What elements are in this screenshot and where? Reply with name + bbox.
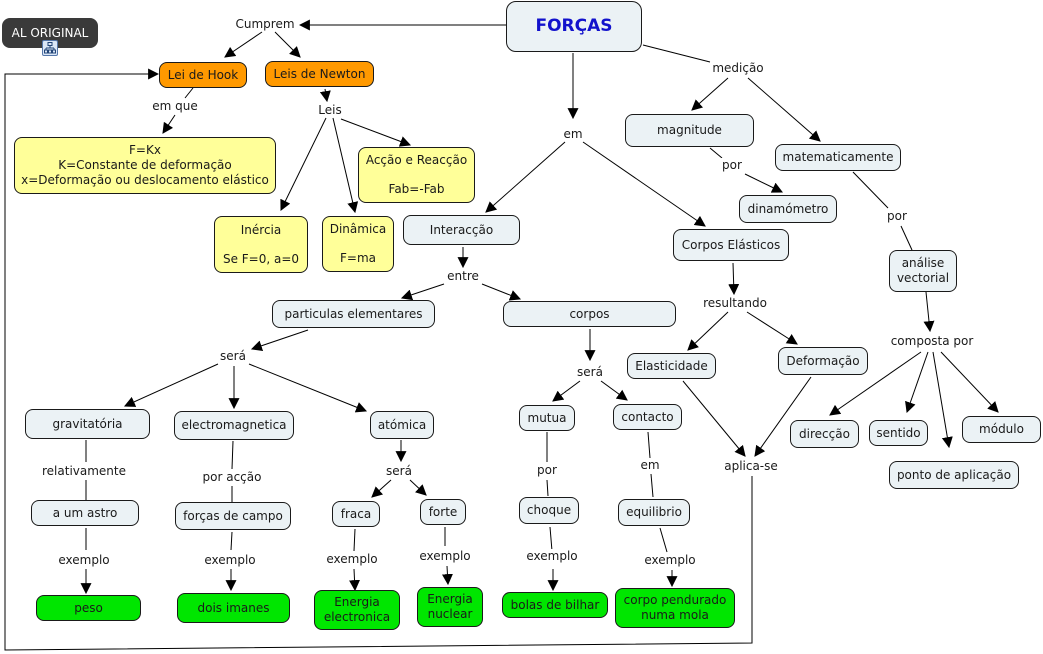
concept-lei-de-hook[interactable]: Lei de Hook	[159, 62, 247, 88]
concept-elasticidade[interactable]: Elasticidade	[627, 353, 716, 379]
concept-contacto[interactable]: contacto	[613, 404, 682, 430]
link-cumprem[interactable]: Cumprem	[233, 17, 297, 31]
concept-corpos[interactable]: corpos	[503, 301, 676, 327]
link-aplica-se[interactable]: aplica-se	[722, 459, 780, 473]
link-exemplo-forte[interactable]: exemplo	[417, 549, 473, 563]
link-resultando[interactable]: resultando	[701, 296, 769, 310]
concept-leis-de-newton[interactable]: Leis de Newton	[265, 61, 374, 87]
example-energia-nuclear[interactable]: Energia nuclear	[417, 587, 483, 627]
concept-deformacao[interactable]: Deformação	[778, 347, 868, 375]
link-sera-atomica[interactable]: será	[384, 464, 414, 478]
concept-dinamometro[interactable]: dinamómetro	[739, 195, 837, 223]
example-energia-electronica[interactable]: Energia electronica	[314, 590, 400, 630]
link-exemplo-equilibrio[interactable]: exemplo	[642, 553, 698, 567]
concept-hook-formula[interactable]: F=Kx K=Constante de deformação x=Deforma…	[14, 137, 276, 194]
link-entre[interactable]: entre	[445, 269, 481, 283]
concept-ponto-de-aplicacao[interactable]: ponto de aplicação	[889, 461, 1019, 489]
link-exemplo-campo[interactable]: exemplo	[202, 553, 258, 567]
concept-forcas-de-campo[interactable]: forças de campo	[175, 502, 291, 530]
example-corpo-pendurado[interactable]: corpo pendurado numa mola	[615, 588, 735, 628]
link-composta-por[interactable]: composta por	[888, 334, 976, 348]
root-concept-forcas[interactable]: FORÇAS	[506, 1, 642, 52]
concept-matematicamente[interactable]: matematicamente	[775, 144, 901, 171]
link-em[interactable]: em	[561, 127, 585, 141]
link-exemplo-fraca[interactable]: exemplo	[324, 552, 380, 566]
concept-mutua[interactable]: mutua	[519, 405, 575, 431]
concept-electromagnetica[interactable]: electromagnetica	[174, 411, 294, 440]
link-leis[interactable]: Leis	[316, 103, 344, 117]
concept-modulo[interactable]: módulo	[962, 416, 1041, 443]
root-title: FORÇAS	[535, 16, 613, 36]
link-exemplo-astro[interactable]: exemplo	[56, 553, 112, 567]
link-por-accao[interactable]: por acção	[200, 470, 264, 484]
link-medicao[interactable]: medição	[710, 61, 766, 75]
concept-fraca[interactable]: fraca	[332, 501, 380, 527]
concept-equilibrio[interactable]: equilibrio	[618, 499, 690, 526]
concept-accao-e-reaccao[interactable]: Acção e Reacção Fab=-Fab	[358, 147, 475, 203]
link-em-que[interactable]: em que	[150, 99, 200, 113]
link-sera-particulas[interactable]: será	[218, 349, 248, 363]
link-por-mutua[interactable]: por	[535, 463, 559, 477]
concept-corpos-elasticos[interactable]: Corpos Elásticos	[673, 229, 789, 261]
link-por-matematicamente[interactable]: por	[885, 209, 909, 223]
link-em-contacto[interactable]: em	[638, 458, 662, 472]
concept-analise-vectorial[interactable]: análise vectorial	[889, 250, 957, 292]
example-bolas-de-bilhar[interactable]: bolas de bilhar	[502, 592, 608, 618]
link-relativamente[interactable]: relativamente	[40, 464, 128, 478]
concept-choque[interactable]: choque	[519, 497, 579, 524]
example-dois-imanes[interactable]: dois imanes	[177, 593, 290, 623]
concept-a-um-astro[interactable]: a um astro	[31, 500, 139, 526]
concept-atomica[interactable]: atómica	[370, 411, 434, 439]
link-por-magnitude[interactable]: por	[720, 158, 744, 172]
concept-sentido[interactable]: sentido	[869, 420, 928, 446]
concept-interaccao[interactable]: Interacção	[403, 215, 520, 245]
link-sera-corpos[interactable]: será	[575, 365, 605, 379]
al-original-label: AL ORIGINAL	[11, 26, 89, 40]
concept-forte[interactable]: forte	[420, 499, 466, 525]
concept-magnitude[interactable]: magnitude	[625, 114, 754, 147]
example-peso[interactable]: peso	[36, 595, 141, 621]
concept-inercia[interactable]: Inércia Se F=0, a=0	[214, 216, 308, 273]
link-exemplo-choque[interactable]: exemplo	[524, 549, 580, 563]
concept-particulas-elementares[interactable]: particulas elementares	[272, 300, 435, 328]
concept-gravitatoria[interactable]: gravitatória	[25, 409, 150, 439]
concept-direccao[interactable]: direcção	[790, 420, 859, 448]
concept-map-link-icon[interactable]	[42, 40, 58, 56]
concept-dinamica[interactable]: Dinâmica F=ma	[322, 216, 394, 272]
